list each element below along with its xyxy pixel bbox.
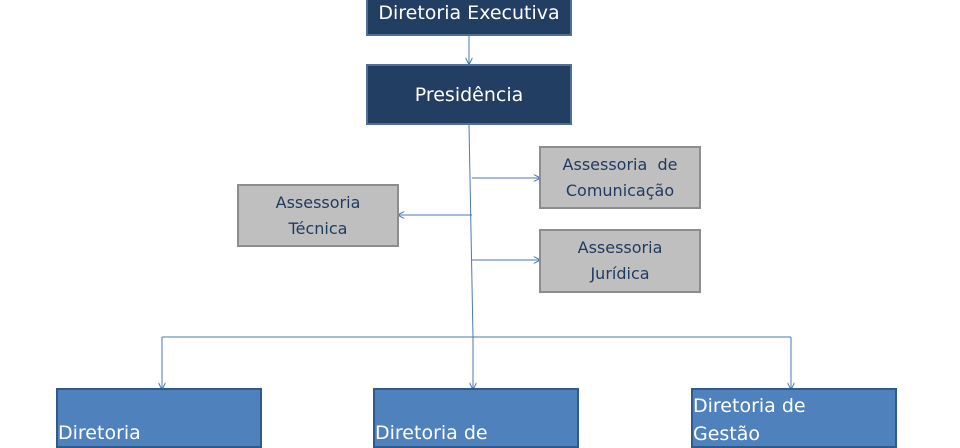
assessoria-comunicacao-line1: Assessoria de	[562, 154, 678, 174]
diretoria-center-line1: Diretoria de	[375, 422, 488, 444]
diretoria-left-box: Diretoria	[56, 388, 262, 448]
diretoria-executiva-box: Diretoria Executiva	[366, 0, 572, 36]
diretoria-left-line1: Diretoria	[58, 422, 141, 444]
diretoria-gestao-box: Diretoria de Gestão	[691, 388, 897, 448]
presidencia-label: Presidência	[414, 83, 524, 106]
assessoria-comunicacao-line2: Comunicação	[565, 180, 675, 200]
diretoria-gestao-line2: Gestão	[693, 423, 761, 445]
assessoria-juridica-line1: Assessoria	[577, 238, 663, 257]
connector-lines	[0, 36, 960, 430]
assessoria-tecnica-line2: Técnica	[288, 218, 348, 238]
assessoria-juridica-box: Assessoria Jurídica	[539, 229, 701, 293]
trunk-line	[468, 124, 474, 338]
assessoria-comunicacao-box: Assessoria de Comunicação	[539, 146, 701, 209]
diretoria-gestao-line1: Diretoria de	[693, 395, 806, 417]
assessoria-juridica-line2: Jurídica	[590, 264, 650, 283]
diretoria-center-box: Diretoria de	[373, 388, 579, 448]
presidencia-box: Presidência	[366, 64, 572, 125]
diretoria-executiva-label: Diretoria Executiva	[378, 2, 560, 24]
assessoria-tecnica-line1: Assessoria	[275, 192, 361, 212]
assessoria-tecnica-box: Assessoria Técnica	[237, 184, 399, 247]
